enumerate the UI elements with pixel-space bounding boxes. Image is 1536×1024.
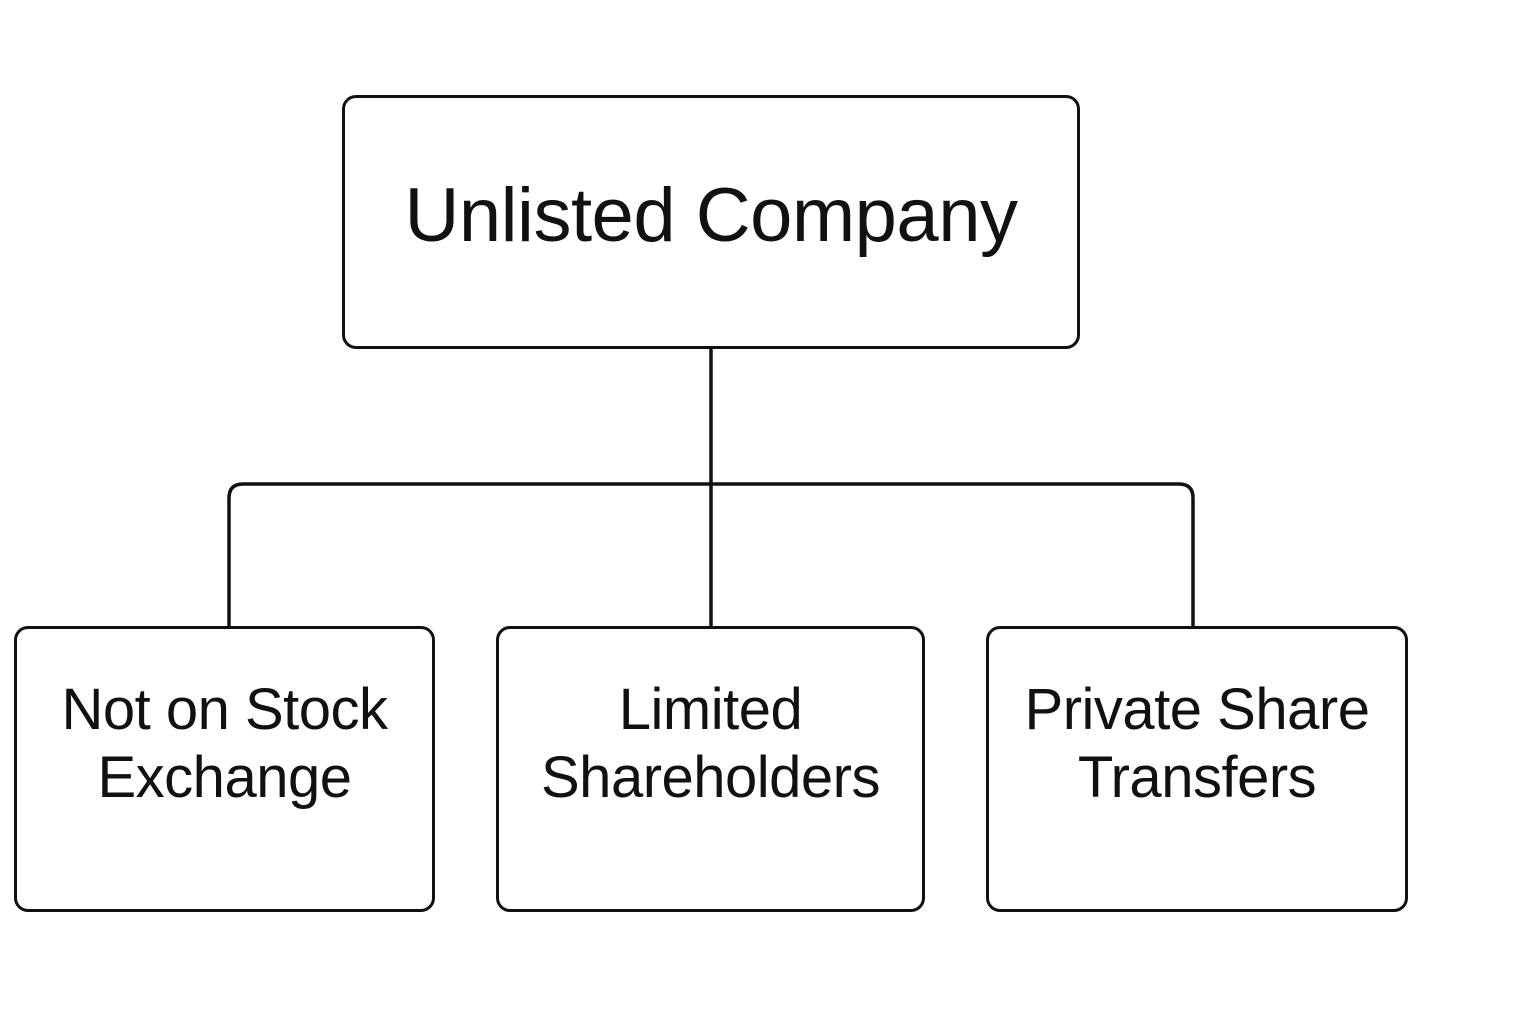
root-node-unlisted-company: Unlisted Company [342,95,1080,349]
child-node-not-on-stock-exchange: Not on Stock Exchange [14,626,435,912]
child-node-label: Private Share Transfers [1024,677,1370,810]
child-node-label: Not on Stock Exchange [61,677,388,810]
root-node-label: Unlisted Company [404,173,1018,258]
child-node-label: Limited Shareholders [541,677,881,810]
child-node-limited-shareholders: Limited Shareholders [496,626,925,912]
child-node-private-share-transfers: Private Share Transfers [986,626,1408,912]
branch-bar-connector [227,482,1195,628]
